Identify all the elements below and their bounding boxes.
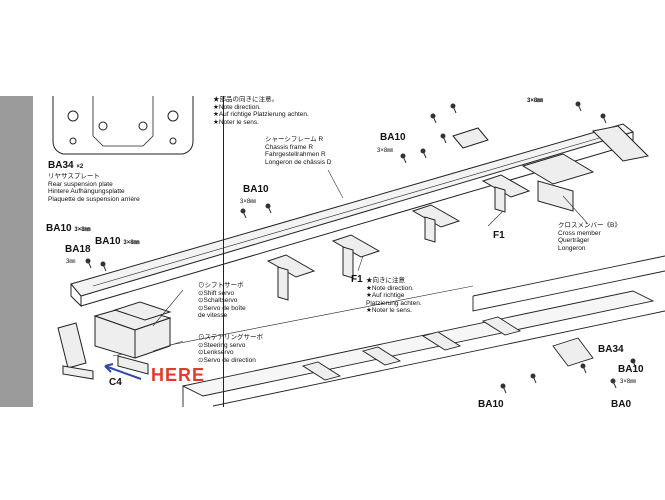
- part-ba-bottom-partial: BA0: [611, 399, 632, 407]
- part-ba10-mid-size: 3×8㎜: [240, 199, 257, 205]
- part-ba10-left-2: BA10 3×8㎜: [95, 236, 140, 247]
- part-ba10-top: BA10: [380, 132, 406, 143]
- servo-assembly-drawing: [57, 301, 172, 380]
- part-f1-mid: F1: [351, 274, 363, 285]
- inset-divider-line: [223, 96, 224, 407]
- part-ba18: BA18: [65, 244, 91, 255]
- assembly-instruction-sheet: BA34 ×2 リヤサスプレート Rear suspension plate H…: [33, 96, 665, 407]
- part-ba34-right: BA34: [598, 344, 624, 355]
- rear-suspension-plate-drawing: [52, 96, 194, 155]
- part-ba10-right: BA10: [618, 364, 644, 375]
- steering-servo-label: ⊙ステアリングサーボ ⊙Steering servo ⊙Lenkservo ⊙S…: [198, 334, 263, 364]
- note-direction-mid: ★向きに注意 ★Note direction. ★Auf richtige Pl…: [366, 277, 422, 315]
- part-f1-right: F1: [493, 230, 505, 241]
- part-ba10-bottom-partial: BA10: [478, 399, 504, 407]
- inset-part-qty: ×2: [76, 164, 84, 170]
- chassis-line-drawing: [52, 96, 665, 407]
- cross-member-label: クロスメンバー《B》 Cross member Querträger Longe…: [558, 222, 621, 252]
- screws: [85, 101, 637, 394]
- here-arrow: [104, 363, 142, 380]
- left-gray-bar: [0, 96, 33, 407]
- leader-lines: [152, 169, 589, 352]
- inset-description: リヤサスプレート Rear suspension plate Hintere A…: [48, 173, 140, 203]
- chassis-frame-lower-drawing: [112, 255, 665, 407]
- shift-servo-label: ⊙シフトサーボ ⊙Shift servo ⊙Schaltservo ⊙Servo…: [198, 282, 246, 320]
- inset-part-number: BA34: [48, 160, 74, 171]
- note-direction-top: ★部品の向きに注意。 ★Note direction. ★Auf richtig…: [213, 96, 309, 126]
- cross-members-upper: [266, 125, 650, 301]
- part-ba10-top-size: 3×8㎜: [377, 148, 394, 154]
- part-ba10-mid: BA10: [243, 184, 269, 195]
- part-ba18-size: 3㎜: [66, 259, 76, 265]
- chassis-frame-label: シャーシフレーム R Chassis frame R Fahrgestellra…: [265, 136, 332, 166]
- part-ba10-left: BA10 3×8㎜: [46, 223, 91, 234]
- part-ba10-right-size: 3×8㎜: [620, 379, 637, 385]
- here-annotation: HERE: [151, 365, 206, 385]
- part-ba10-far: 3×8㎜: [527, 98, 544, 104]
- part-c4: C4: [109, 377, 122, 388]
